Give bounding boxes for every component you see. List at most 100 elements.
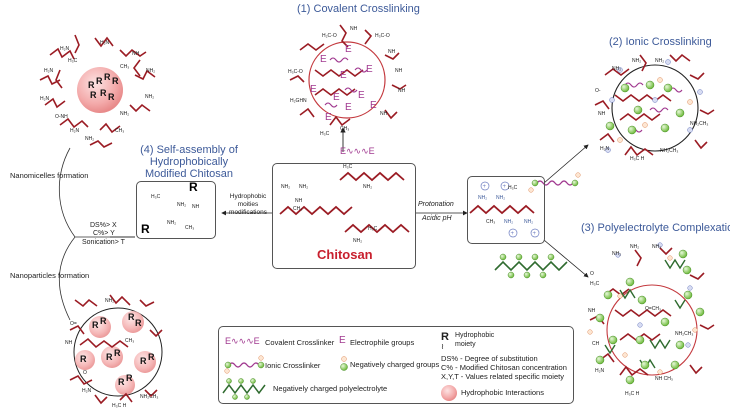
ionic-crosslinker-symbol (528, 172, 581, 193)
title-self-assembly-line3: Modified Chitosan (144, 168, 234, 180)
chitosan-chains (279, 171, 410, 234)
svg-text:NH₂: NH₂ (652, 244, 661, 250)
legend-squiggle-icon: ≀ (441, 342, 444, 351)
condition-ds: DS%> X (90, 222, 117, 229)
legend-c: C% - Modified Chitosan concentration (441, 363, 567, 372)
svg-text:CH₃: CH₃ (340, 126, 349, 132)
svg-text:E: E (358, 90, 365, 101)
svg-text:R: R (135, 318, 142, 328)
svg-text:NH₂: NH₂ (85, 136, 94, 142)
legend-ds: DS% - Degree of substitution (441, 354, 538, 363)
condition-c: C%> Y (93, 230, 115, 237)
svg-text:E: E (366, 64, 373, 75)
hydrophobic-label-line1: Hydrophobic (229, 193, 267, 200)
arrow-to-ionic (543, 144, 589, 184)
label-nanoparticles-formation: Nanoparticles formation (10, 271, 90, 280)
svg-text:R: R (106, 352, 113, 362)
svg-text:H₃C-O: H₃C-O (375, 33, 390, 39)
svg-text:NH: NH (388, 49, 396, 55)
hydrophobic-label-line2: moities (237, 201, 259, 208)
svg-text:R: R (90, 90, 97, 100)
svg-text:E: E (325, 112, 332, 123)
legend-covalent-crosslinker-icon: E∿∿∿E (225, 336, 260, 346)
svg-text:NH₂: NH₂ (632, 58, 641, 64)
chem-label: NH₂ (167, 220, 177, 226)
svg-text:NH₂: NH₂ (612, 251, 621, 257)
svg-text:+: + (533, 231, 537, 237)
legend-hydrophobic-interactions-icon (441, 385, 457, 401)
legend-negatively-charged-groups: Negatively charged groups (350, 360, 440, 369)
acidic-ph-label: Acidic pH (422, 215, 452, 222)
svg-text:E: E (345, 102, 352, 113)
svg-text:R: R (108, 92, 115, 102)
positive-charges (480, 181, 540, 238)
legend-hydrophobic-moiety-line1: Hydrophobic (455, 332, 495, 339)
svg-text:+: + (511, 231, 515, 237)
svg-text:H₂N: H₂N (600, 146, 610, 152)
svg-text:R: R (88, 80, 95, 90)
legend-electrophile-groups: Electrophile groups (350, 338, 415, 347)
label-nanomicelles-formation: Nanomicelles formation (10, 171, 89, 180)
svg-text:NH: NH (380, 111, 388, 117)
legend-xyt: X,Y,T - Values related specific moiety (441, 372, 564, 381)
chem-label: NH (295, 198, 303, 204)
svg-text:R: R (114, 348, 121, 358)
legend-electrophile-icon: E (339, 335, 346, 346)
svg-text:NH₂CH₃: NH₂CH₃ (690, 121, 708, 127)
title-polyelectrolyte-complexation: (3) Polyelectrolyte Complexation (581, 222, 730, 234)
svg-text:NH₂: NH₂ (105, 298, 114, 304)
svg-text:CH₃: CH₃ (115, 128, 124, 134)
svg-text:NH CH₃: NH CH₃ (655, 376, 673, 382)
legend-negatively-charged-polyelectrolyte: Negatively charged polyelectrolyte (273, 384, 388, 393)
legend-box: E∿∿∿E Covalent Crosslinker E Electrophil… (218, 326, 574, 404)
svg-text:E: E (345, 44, 352, 55)
svg-text:CH₃: CH₃ (120, 64, 129, 70)
condition-sonication: Sonication> T (82, 239, 125, 246)
chem-label: NH₂ (504, 219, 514, 225)
chem-label: H₃C (368, 226, 378, 232)
legend-hydrophobic-interactions: Hydrophobic Interactions (461, 388, 544, 397)
svg-text:H₂N: H₂N (100, 40, 110, 46)
svg-text:NH: NH (65, 340, 73, 346)
chem-label: NH₂ (524, 219, 534, 225)
svg-text:H₂N: H₂N (70, 128, 80, 134)
chem-label: H₃C (343, 164, 353, 170)
svg-text:E: E (370, 100, 377, 111)
svg-text:O=CH₃: O=CH₃ (645, 306, 661, 312)
svg-text:R: R (128, 312, 135, 322)
svg-text:H₃C: H₃C (590, 281, 600, 287)
chem-label: NH₂ (478, 195, 488, 201)
svg-text:H₃C: H₃C (68, 58, 78, 64)
svg-text:R: R (148, 352, 155, 362)
svg-text:R: R (126, 373, 133, 383)
svg-text:NH: NH (350, 26, 358, 32)
svg-text:NH₂CH₃: NH₂CH₃ (140, 394, 158, 400)
legend-covalent-crosslinker: Covalent Crosslinker (265, 338, 335, 347)
title-self-assembly-line1: (4) Self-assembly of (140, 144, 238, 156)
title-self-assembly-line2: Hydrophobically (149, 156, 229, 168)
chem-label: CH₃ (293, 206, 303, 212)
svg-text:H₂N: H₂N (595, 368, 605, 374)
title-covalent-crosslinking: (1) Covalent Crosslinking (297, 3, 420, 15)
modified-chitosan-box: R R H₃C NH₂ NH NH₂ CH₃ (136, 180, 216, 239)
arrow-to-polyelectrolyte (543, 239, 589, 278)
hydrophobic-modification-label: Hydrophobic moities modifications (222, 193, 274, 217)
title-self-assembly: (4) Self-assembly of Hydrophobically Mod… (134, 144, 244, 180)
svg-text:H₃C H: H₃C H (112, 403, 127, 409)
legend-r-icon: R (441, 331, 449, 343)
svg-text:O: O (590, 271, 594, 277)
protonation-label: Protonation (418, 201, 454, 208)
svg-text:R: R (100, 88, 107, 98)
chitosan-box: Chitosan NH₂ NH₂ NH CH₃ H₃C NH₂ H₃C NH₂ (272, 163, 416, 269)
svg-text:H₃C H: H₃C H (625, 391, 640, 397)
nanomicelle-structure (39, 34, 156, 148)
legend-ionic-crosslinker: Ionic Crosslinker (265, 361, 321, 370)
hydrophobic-label-line3: modifications (229, 209, 267, 216)
chem-label: NH₂ (353, 238, 363, 244)
chem-label: NH₂ (281, 184, 291, 190)
